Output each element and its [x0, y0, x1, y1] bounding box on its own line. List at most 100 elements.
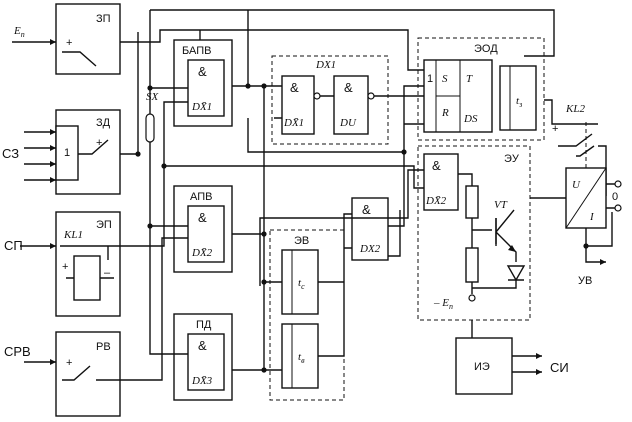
zd-label: ЗД [96, 117, 111, 129]
zp-contact [62, 51, 97, 67]
trigger-ds: DS [463, 113, 478, 125]
trigger-r: R [441, 107, 449, 119]
bapv-in: DX̄1 [191, 101, 212, 113]
ui-zero: 0 [612, 191, 618, 203]
trigger-dividers [435, 60, 461, 132]
zp-block [55, 3, 121, 75]
rv-plus: + [66, 357, 72, 369]
dx2-and: & [362, 202, 371, 217]
en-arrow-icon [50, 39, 56, 45]
rv-contact [62, 365, 120, 381]
apv-and: & [198, 210, 207, 225]
si-label: СИ [550, 360, 569, 375]
ep-minus: – [104, 267, 111, 279]
ep-label: ЭП [96, 219, 112, 231]
tc-label: tс [298, 277, 305, 291]
resistor-1 [465, 185, 479, 219]
rv-label: РВ [96, 341, 111, 353]
eu-and: & [432, 158, 441, 173]
ui-terminal-bottom [614, 204, 622, 212]
eod-group [417, 37, 545, 141]
ev-group [269, 229, 345, 401]
ui-wires [530, 183, 615, 263]
sz-label: СЗ [2, 146, 19, 161]
kl2-plus: + [552, 123, 558, 135]
diode [506, 265, 526, 282]
tz-timer [499, 65, 537, 131]
uv-label: УВ [578, 275, 592, 287]
si-output-lines [512, 355, 542, 373]
en-input-label: Eп [13, 25, 25, 39]
en-neg-terminal [468, 294, 476, 302]
ep-wires [60, 245, 120, 279]
uv-arrow-icon [600, 259, 606, 265]
zd-contact [78, 139, 109, 155]
dx1b-in: DU [339, 117, 357, 129]
resistor-2 [465, 247, 479, 283]
dx1b-invert [367, 92, 375, 100]
pd-in: DX̄3 [191, 375, 213, 387]
dx1b-and: & [344, 80, 353, 95]
sx-connector [145, 113, 155, 143]
tz-label: tз [516, 95, 522, 109]
sp-label: СП [4, 238, 23, 253]
eu-group [417, 145, 531, 321]
zp-label: ЗП [96, 13, 111, 25]
vt-label: VT [494, 199, 508, 211]
pd-label: ПД [196, 319, 212, 331]
trigger-t: T [466, 73, 473, 85]
apv-label: АПВ [190, 191, 212, 203]
diode-wire [472, 280, 517, 289]
dx1-group [271, 55, 389, 145]
junction-dots [135, 83, 589, 373]
ep-plus: + [62, 261, 68, 273]
si-arrows-icon [536, 353, 542, 375]
ev-label: ЭВ [294, 235, 309, 247]
trigger-s: S [442, 73, 448, 85]
srv-label: СРВ [4, 344, 31, 359]
srv-arrow-icon [50, 359, 56, 365]
sz-input-lines [24, 131, 56, 181]
ui-terminal-top [614, 180, 622, 188]
rv-block [55, 331, 121, 417]
ui-i: I [589, 211, 595, 223]
dx1-group-label: DX1 [315, 59, 336, 71]
tv-timer [281, 323, 319, 389]
zd-or-label: 1 [64, 147, 70, 159]
ie-label: ИЭ [474, 361, 490, 373]
dx1a-invert [313, 92, 321, 100]
tv-label: tв [298, 351, 305, 365]
bapv-and: & [198, 64, 207, 79]
bapv-gate [187, 59, 225, 117]
eu-in: DX̄2 [425, 195, 447, 207]
bapv-label: БАПВ [182, 45, 211, 57]
vt-emitter-arrow-icon [508, 245, 516, 252]
dx1b-gate [333, 75, 369, 135]
dx2-label: DX2 [359, 243, 381, 255]
dx1a-in: DX̄1 [283, 117, 304, 129]
ie-block [455, 337, 513, 395]
eod-label: ЭОД [474, 43, 498, 55]
eu-gate [423, 153, 459, 211]
dx1a-gate [281, 75, 315, 135]
sx-label: SX [146, 91, 160, 103]
dx1a-and: & [290, 80, 299, 95]
zd-plus: + [96, 137, 102, 149]
ui-diagonal [565, 167, 607, 229]
pd-and: & [198, 338, 207, 353]
zp-plus: + [66, 37, 72, 49]
sz-arrows-icon [50, 129, 56, 183]
trigger-one: 1 [427, 73, 433, 85]
apv-gate [187, 205, 225, 263]
en-neg-label: – Eп [433, 297, 453, 311]
kl2-label: KL2 [565, 103, 585, 115]
apv-in: DX̄2 [191, 247, 213, 259]
pd-gate [187, 333, 225, 391]
eu-label: ЭУ [504, 153, 520, 165]
sp-arrow-icon [50, 243, 56, 249]
zd-or-gate [55, 125, 79, 181]
kl1-coil [73, 255, 101, 301]
dx2-gate [351, 197, 389, 261]
